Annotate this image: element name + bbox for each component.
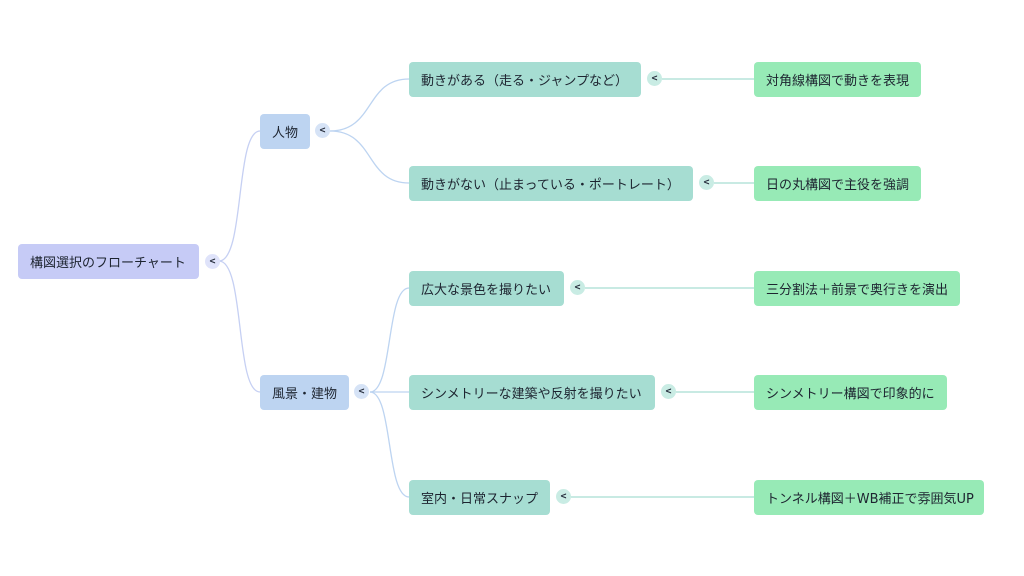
condition-still-collapse-icon[interactable]: < <box>699 175 714 190</box>
result-diagonal-node[interactable]: 対角線構図で動きを表現 <box>754 62 921 97</box>
branch-landscape-label: 風景・建物 <box>272 387 338 402</box>
link-root-landscape <box>218 260 261 393</box>
branch-person-label: 人物 <box>272 126 299 141</box>
root-node[interactable]: 構図選択のフローチャート <box>18 244 199 279</box>
condition-moving-collapse-icon[interactable]: < <box>647 71 662 86</box>
condition-vast-label: 広大な景色を撮りたい <box>421 283 552 298</box>
result-center-label: 日の丸構図で主役を強調 <box>766 178 910 193</box>
condition-moving-node[interactable]: 動きがある（走る・ジャンプなど） <box>409 62 641 97</box>
condition-vast-collapse-icon[interactable]: < <box>570 280 585 295</box>
root-collapse-icon[interactable]: < <box>205 254 220 269</box>
result-tunnel-label: トンネル構図＋WB補正で雰囲気UP <box>766 492 974 507</box>
condition-still-node[interactable]: 動きがない（止まっている・ポートレート） <box>409 166 693 201</box>
link-person-still <box>329 130 410 184</box>
branch-person-node[interactable]: 人物 <box>260 114 310 149</box>
result-thirds-node[interactable]: 三分割法＋前景で奥行きを演出 <box>754 271 960 306</box>
link-landscape-indoor <box>369 391 410 498</box>
result-diagonal-label: 対角線構図で動きを表現 <box>766 74 910 89</box>
result-symmetric-label: シンメトリー構図で印象的に <box>766 387 935 402</box>
branch-landscape-collapse-icon[interactable]: < <box>354 384 369 399</box>
condition-symmetry-node[interactable]: シンメトリーな建築や反射を撮りたい <box>409 375 655 410</box>
link-person-moving <box>329 78 410 132</box>
branch-landscape-node[interactable]: 風景・建物 <box>260 375 349 410</box>
condition-vast-node[interactable]: 広大な景色を撮りたい <box>409 271 564 306</box>
condition-indoor-label: 室内・日常スナップ <box>421 492 539 507</box>
condition-symmetry-label: シンメトリーな建築や反射を撮りたい <box>421 387 642 402</box>
result-tunnel-node[interactable]: トンネル構図＋WB補正で雰囲気UP <box>754 480 984 515</box>
root-node-label: 構図選択のフローチャート <box>30 256 186 271</box>
branch-person-collapse-icon[interactable]: < <box>315 123 330 138</box>
condition-indoor-collapse-icon[interactable]: < <box>556 489 571 504</box>
condition-indoor-node[interactable]: 室内・日常スナップ <box>409 480 550 515</box>
result-center-node[interactable]: 日の丸構図で主役を強調 <box>754 166 921 201</box>
condition-still-label: 動きがない（止まっている・ポートレート） <box>421 178 680 193</box>
link-landscape-vast <box>369 287 410 393</box>
result-thirds-label: 三分割法＋前景で奥行きを演出 <box>766 283 949 298</box>
condition-moving-label: 動きがある（走る・ジャンプなど） <box>421 74 628 89</box>
link-root-person <box>218 130 261 262</box>
result-symmetric-node[interactable]: シンメトリー構図で印象的に <box>754 375 947 410</box>
condition-symmetry-collapse-icon[interactable]: < <box>661 384 676 399</box>
